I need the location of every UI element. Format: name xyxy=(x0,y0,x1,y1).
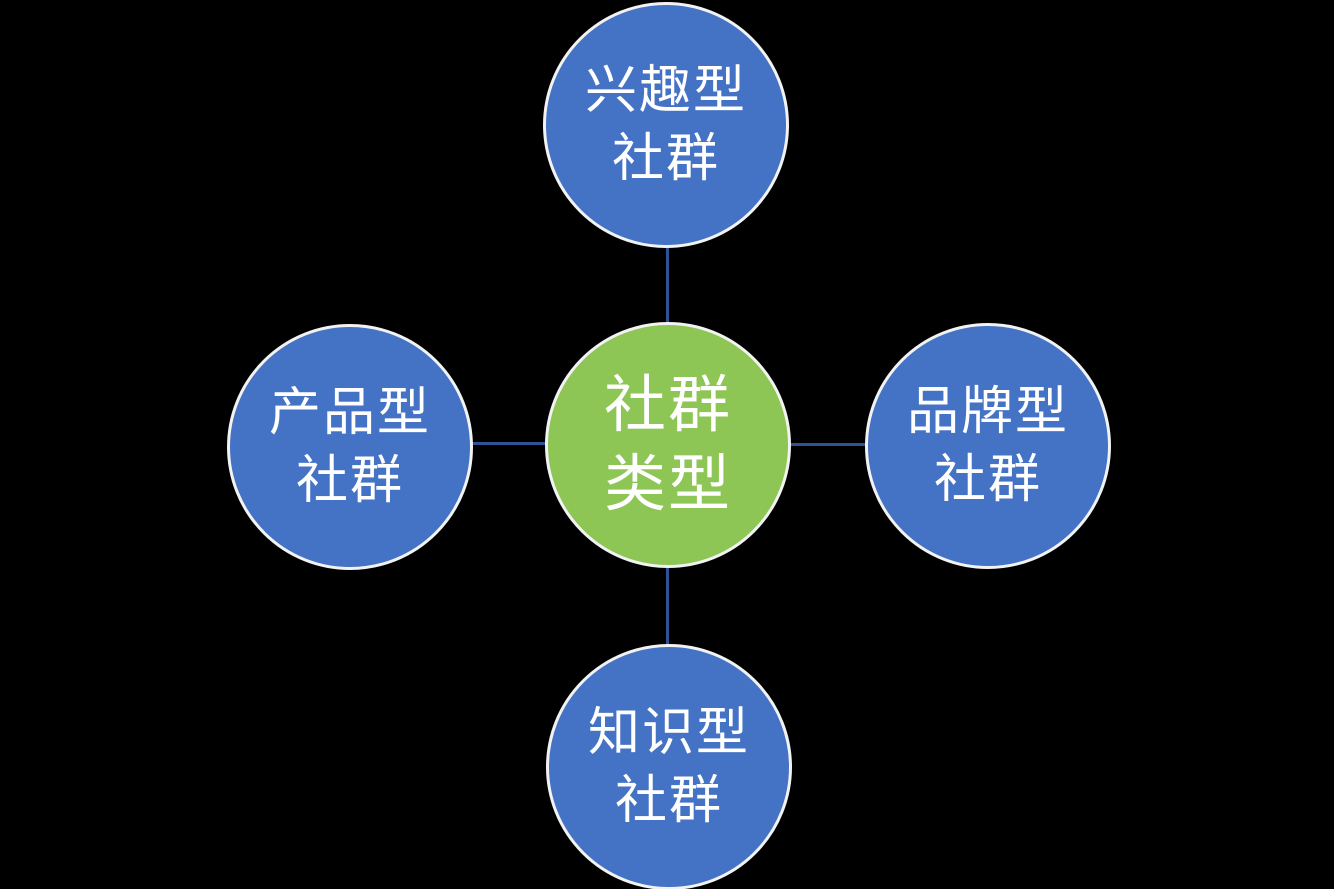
node-label-line2: 社群 xyxy=(614,772,723,830)
connector-center-bottom xyxy=(666,558,669,653)
node-label-line2: 社群 xyxy=(611,130,720,188)
node-community-types-center: 社群 类型 xyxy=(545,322,791,568)
node-label-line2: 社群 xyxy=(295,452,404,510)
connector-center-top xyxy=(666,235,669,330)
node-product-community: 产品型 社群 xyxy=(227,324,473,570)
node-knowledge-community: 知识型 社群 xyxy=(546,644,792,889)
node-label-line1: 社群 xyxy=(603,371,732,440)
node-label-line1: 兴趣型 xyxy=(584,62,747,120)
connector-center-right xyxy=(782,443,874,446)
node-label-line1: 产品型 xyxy=(268,384,431,442)
node-label-line1: 品牌型 xyxy=(906,383,1069,441)
node-label-line1: 知识型 xyxy=(587,704,750,762)
connector-center-left xyxy=(462,442,554,445)
node-label-line2: 社群 xyxy=(933,451,1042,509)
node-label-line2: 类型 xyxy=(603,450,732,519)
node-interest-community: 兴趣型 社群 xyxy=(543,2,789,248)
node-brand-community: 品牌型 社群 xyxy=(865,323,1111,569)
